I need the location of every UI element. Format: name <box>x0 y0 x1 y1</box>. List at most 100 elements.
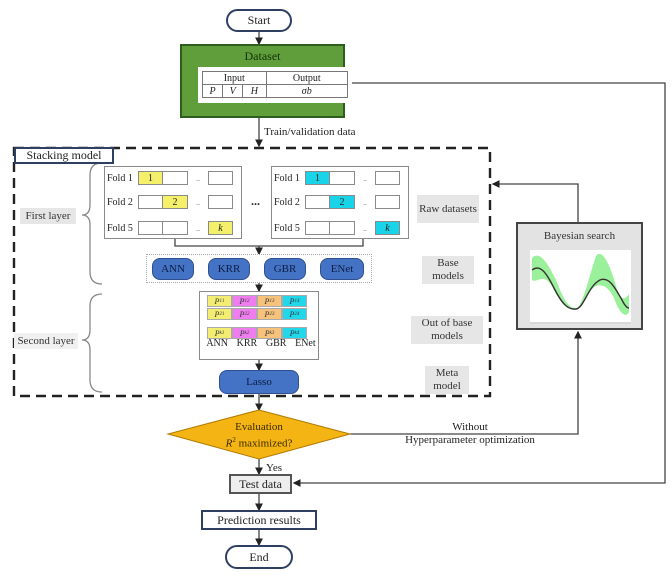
fold-cell <box>330 171 355 185</box>
meta-model-lasso-label: Lasso <box>246 376 272 388</box>
end-label: End <box>249 549 269 564</box>
base-model-ann-label: ANN <box>161 263 185 275</box>
input-var-p: P <box>201 84 224 98</box>
cell-ellipsis: .. <box>196 223 200 233</box>
stacking-dashed-border <box>12 146 492 398</box>
base-models-label: Base models <box>422 256 474 284</box>
fold-cell <box>138 221 163 235</box>
fold-panel-left-connector <box>174 239 364 247</box>
dataset-box: Dataset Input Output P V H σb <box>180 44 352 118</box>
decision-text: Evaluation R2 maximized? <box>205 421 313 451</box>
dataset-to-test-data-connector <box>292 82 666 487</box>
decision-yes-label: Yes <box>266 462 283 474</box>
fold-cell <box>208 171 233 185</box>
no-label-line1: Without <box>452 421 488 433</box>
fold-row: Fold 5.. k <box>107 221 233 235</box>
base-model-enet-label: ENet <box>330 263 354 275</box>
base-model-krr: KRR <box>208 258 250 280</box>
meta-model-lasso: Lasso <box>219 370 299 394</box>
first-layer-brace <box>81 162 103 285</box>
fold-cell <box>375 195 400 209</box>
fold-cell <box>138 195 163 209</box>
gaussian-process-plot <box>530 250 631 324</box>
fold-row: Fold 5..k <box>274 221 400 235</box>
fold-cell <box>305 221 330 235</box>
matrix-column-name: ENet <box>295 338 316 349</box>
input-var-h: H <box>242 84 267 98</box>
matrix-column-name: GBR <box>265 338 287 349</box>
base-model-gbr-label: GBR <box>273 263 297 275</box>
input-header: Input <box>202 71 267 85</box>
start-terminal: Start <box>226 9 292 32</box>
first-layer-label: First layer <box>20 208 76 224</box>
start-label: Start <box>247 13 271 27</box>
decision-r-symbol: R <box>225 437 233 450</box>
fold-panel-right: Fold 1 1.. Fold 2 2.. Fold 5..k <box>271 166 409 239</box>
fold-cell <box>305 195 330 209</box>
fold-label: Fold 5 <box>107 222 133 234</box>
decision-to-bayesian-connector <box>350 330 582 435</box>
bayesian-search-title: Bayesian search <box>543 230 616 242</box>
matrix-column-name: ANN <box>206 338 228 349</box>
meta-model-label: Meta model <box>425 366 469 394</box>
matrix-column-name: KRR <box>236 338 258 349</box>
decision-diamond <box>166 409 352 460</box>
fold-cell: k <box>375 221 400 235</box>
prediction-results-box: Prediction results <box>201 510 317 530</box>
cell-ellipsis: .. <box>363 197 367 207</box>
input-var-v: V <box>222 84 244 98</box>
fold-cell <box>375 171 400 185</box>
base-model-enet: ENet <box>320 258 364 280</box>
decision-no-label: Without Hyperparameter optimization <box>395 421 545 447</box>
base-models-tray: ANN KRR GBR ENet <box>146 254 372 283</box>
second-layer-label: Second layer <box>14 333 78 349</box>
dataset-title: Dataset <box>244 49 281 63</box>
out-of-base-models-label: Out of base models <box>411 316 483 344</box>
fold-cell: k <box>208 221 233 235</box>
gp-confidence-band <box>532 253 629 315</box>
cell-ellipsis: .. <box>363 173 367 183</box>
test-data-box: Test data <box>229 474 292 494</box>
cell-ellipsis: .. <box>196 173 200 183</box>
base-model-krr-label: KRR <box>217 263 241 275</box>
fold-cell: 2 <box>163 195 188 209</box>
panel-ellipsis: ... <box>251 194 260 208</box>
fold-label: Fold 5 <box>274 222 300 234</box>
decision-line1: Evaluation <box>235 421 283 433</box>
matrix-column-names: ANN KRR GBR ENet <box>202 338 320 349</box>
fold-cell: 1 <box>305 171 330 185</box>
dataset-variable-table: Input Output P V H σb <box>198 67 352 103</box>
bayesian-to-stacking-connector <box>491 180 579 222</box>
decision-line2: maximized? <box>235 437 293 450</box>
train-validation-label: Train/validation data <box>264 126 356 138</box>
fold-cell: 2 <box>330 195 355 209</box>
output-var-sigma: σb <box>265 84 349 98</box>
fold-label: Fold 2 <box>274 196 300 208</box>
fold-label: Fold 1 <box>274 172 300 184</box>
decision-r-sup: 2 <box>232 436 236 444</box>
base-model-gbr: GBR <box>264 258 306 280</box>
no-label-line2: Hyperparameter optimization <box>405 434 535 446</box>
stacking-model-label: Stacking model <box>14 147 114 164</box>
fold-label: Fold 2 <box>107 196 133 208</box>
fold-cell <box>330 221 355 235</box>
fold-cell <box>163 171 188 185</box>
end-terminal: End <box>225 545 293 569</box>
